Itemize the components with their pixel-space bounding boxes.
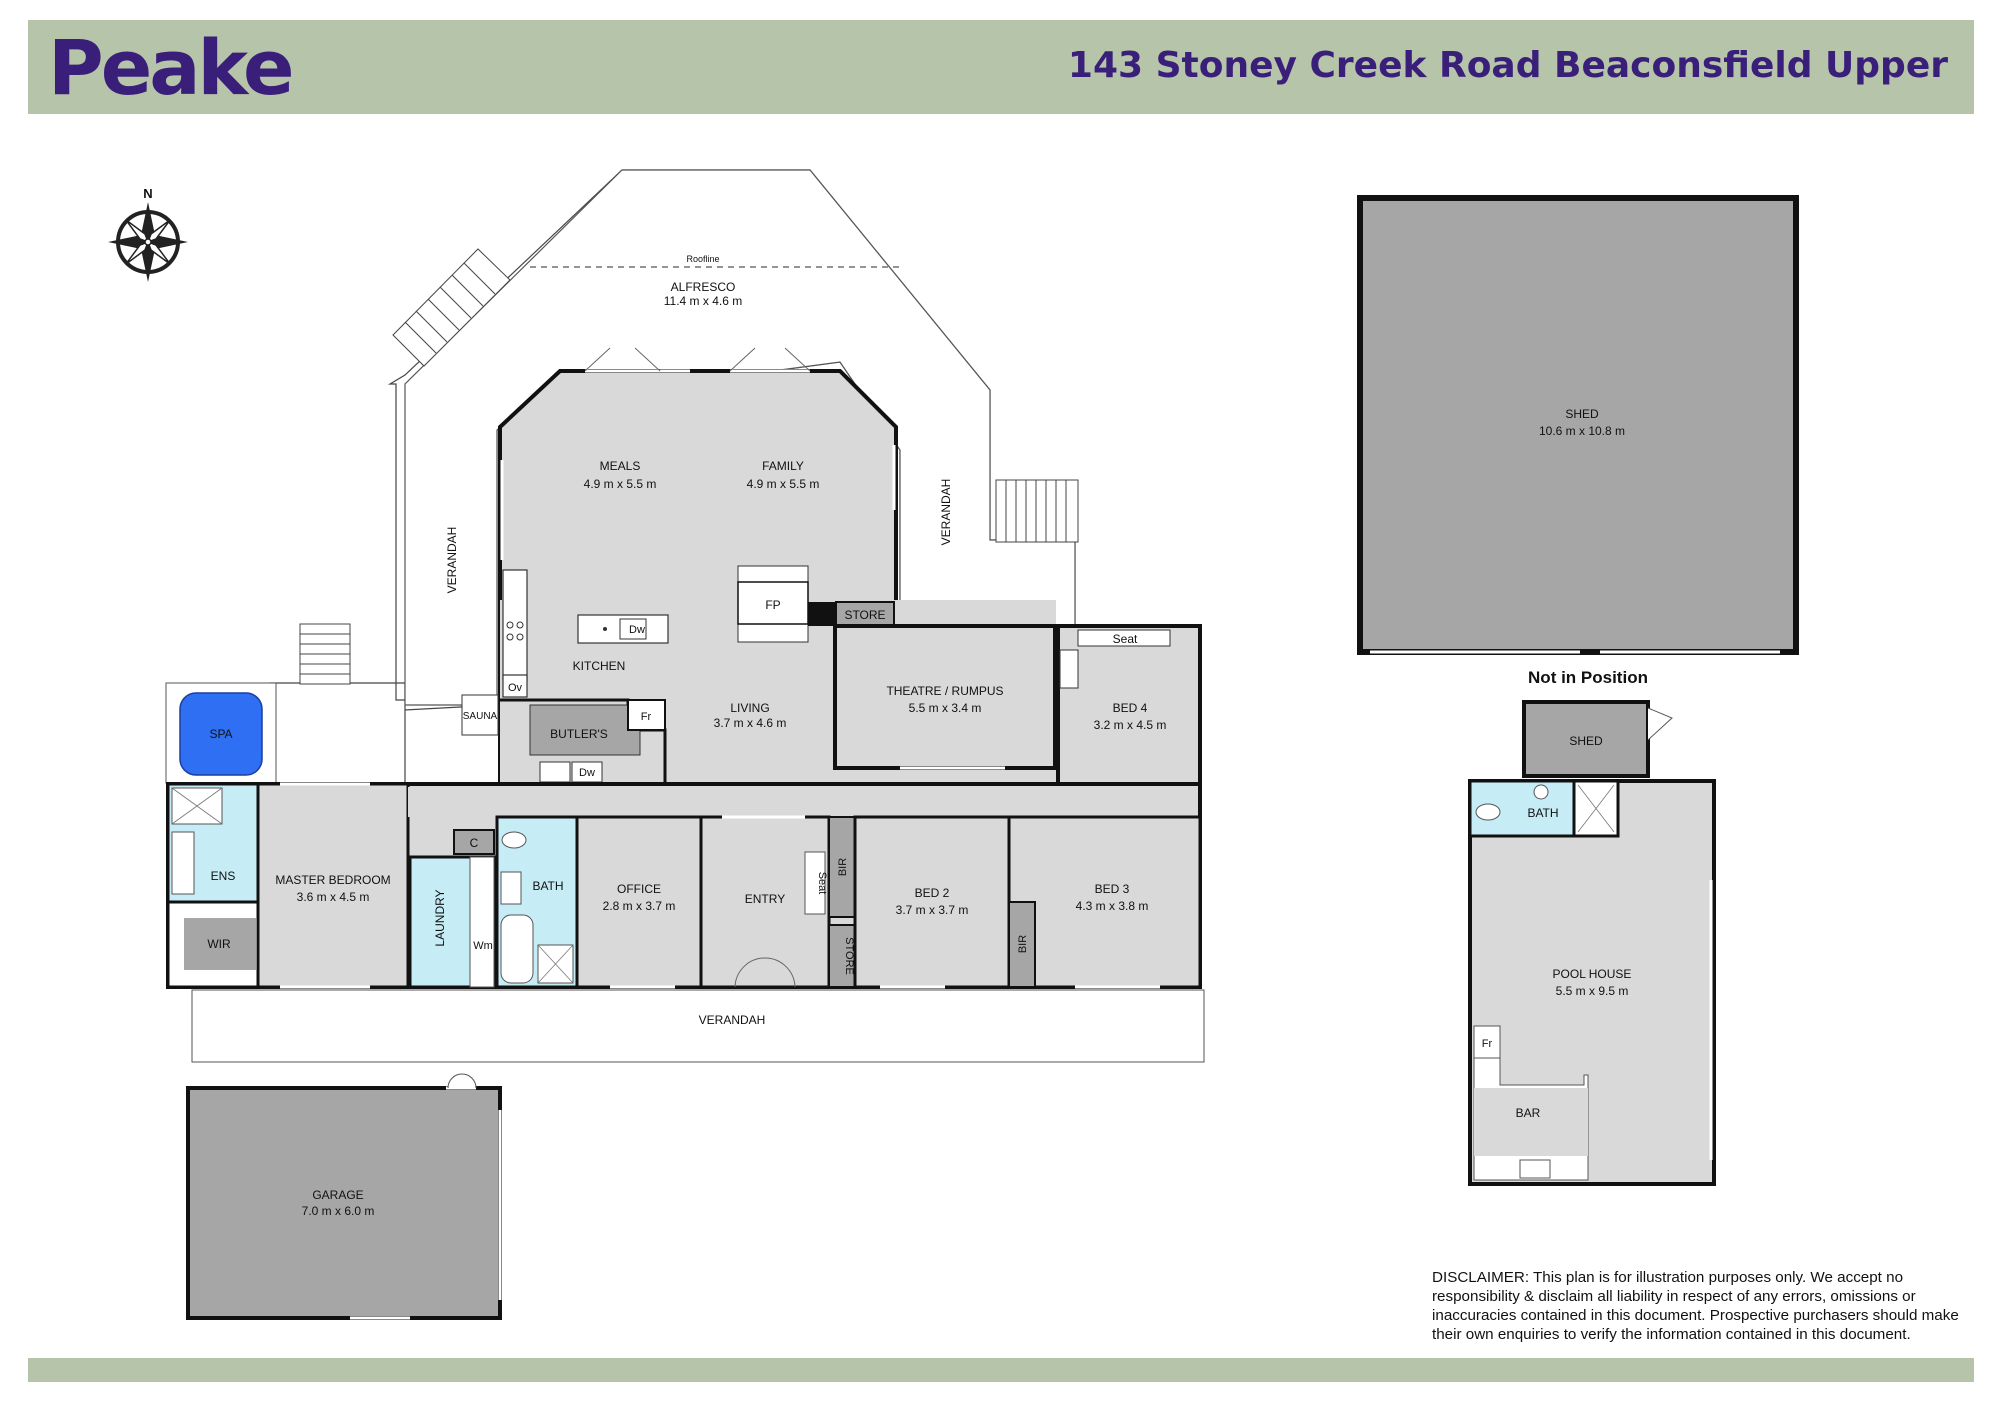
shed[interactable] [1357, 195, 1799, 655]
bath-label: BATH [532, 879, 563, 893]
linen-cupboard[interactable] [453, 829, 495, 855]
office[interactable] [575, 815, 703, 989]
small-shed-label: SHED [1569, 734, 1603, 748]
compass-north-label: N [143, 186, 152, 201]
header-band [28, 20, 1974, 114]
compass-rose-icon [108, 202, 188, 282]
family-size: 4.9 m x 5.5 m [747, 477, 820, 491]
ensuite-vanity [171, 831, 195, 895]
pool-house-label: POOL HOUSE [1553, 967, 1632, 981]
pool-house-fridge-label: Fr [1482, 1038, 1493, 1050]
butlers-label: BUTLER'S [550, 727, 608, 741]
wir-label: WIR [207, 937, 231, 951]
kitchen-label: KITCHEN [573, 659, 626, 673]
toilet-icon [501, 831, 527, 849]
entry-seat [804, 851, 826, 915]
entry-store[interactable] [828, 924, 856, 988]
disclaimer-text: DISCLAIMER: This plan is for illustratio… [1432, 1269, 1959, 1343]
living-size: 3.7 m x 4.6 m [714, 716, 787, 730]
small-shed[interactable] [1522, 700, 1650, 778]
garage[interactable] [186, 1086, 502, 1320]
bed4-seat-label: Seat [1113, 632, 1138, 646]
butlers-pantry[interactable] [529, 704, 641, 756]
alfresco-size: 11.4 m x 4.6 m [664, 294, 742, 308]
meals-label: MEALS [600, 459, 641, 473]
washing-machine-label: Wm [473, 940, 493, 952]
verandah-south [191, 989, 1205, 1063]
bed2-label: BED 2 [915, 886, 950, 900]
entry-label: ENTRY [745, 892, 785, 906]
bed2-size: 3.7 m x 3.7 m [896, 903, 969, 917]
store-block [808, 602, 836, 626]
stairs-west [299, 623, 351, 685]
front-door[interactable] [734, 957, 796, 988]
alfresco-label: ALFRESCO [671, 280, 736, 294]
cupboard-label: C [470, 836, 479, 850]
bed4-size: 3.2 m x 4.5 m [1094, 718, 1167, 732]
office-label: OFFICE [617, 882, 661, 896]
master-bedroom[interactable] [256, 782, 410, 989]
theatre-label: THEATRE / RUMPUS [886, 684, 1003, 698]
butlers-dishwasher-label: Dw [579, 767, 595, 779]
shed-size: 10.6 m x 10.8 m [1539, 424, 1625, 438]
butlers-fridge-label: Fr [641, 711, 652, 723]
bathtub [500, 914, 534, 984]
svg-text:BIR: BIR [1017, 935, 1029, 953]
oven [502, 674, 528, 698]
sink-icon [603, 627, 607, 631]
living-label: LIVING [730, 701, 769, 715]
stairs-north-west [392, 248, 511, 367]
meals-size: 4.9 m x 5.5 m [584, 477, 657, 491]
family-label: FAMILY [762, 459, 804, 473]
garage-label: GARAGE [312, 1188, 363, 1202]
theatre-size: 5.5 m x 3.4 m [909, 701, 982, 715]
laundry-label: LAUNDRY [433, 889, 447, 946]
office-size: 2.8 m x 3.7 m [603, 899, 676, 913]
fireplace-label: FP [765, 598, 780, 612]
pool-house-bath-label: BATH [1527, 806, 1558, 820]
master-size: 3.6 m x 4.5 m [297, 890, 370, 904]
walk-in-robe[interactable] [166, 900, 260, 989]
ensuite-label: ENS [211, 869, 236, 883]
entry-store-label: STORE [843, 937, 855, 975]
bed3-size: 4.3 m x 3.8 m [1076, 899, 1149, 913]
shed-label: SHED [1565, 407, 1599, 421]
bed-2-room[interactable] [853, 815, 1011, 989]
brand-logo[interactable]: Peake [48, 23, 295, 112]
theatre-rumpus-room[interactable] [833, 624, 1057, 770]
bar-label: BAR [1516, 1106, 1541, 1120]
bed3-label: BED 3 [1095, 882, 1130, 896]
footer-band [28, 1358, 1974, 1382]
verandah-east-label: VERANDAH [939, 479, 953, 546]
roofline-label: Roofline [686, 254, 719, 264]
master-label: MASTER BEDROOM [275, 873, 390, 887]
island-dishwasher-label: Dw [629, 624, 645, 636]
store-label-top: STORE [844, 608, 885, 622]
not-in-position-note: Not in Position [1528, 668, 1648, 687]
garage-size: 7.0 m x 6.0 m [302, 1204, 375, 1218]
bed4-label: BED 4 [1113, 701, 1148, 715]
oven-label: Ov [508, 682, 523, 694]
cooktop-icon [506, 621, 524, 641]
property-address: 143 Stoney Creek Road Beaconsfield Upper [1067, 45, 1948, 86]
verandah-south-label: VERANDAH [699, 1013, 766, 1027]
sauna[interactable] [461, 694, 499, 736]
entry-seat-label: Seat [816, 872, 828, 895]
sauna-label: SAUNA [463, 711, 498, 722]
verandah-west-label: VERANDAH [445, 527, 459, 594]
bed2-bir-label: BIR [837, 858, 849, 876]
bed-3-room[interactable] [1007, 815, 1202, 989]
pool-house-size: 5.5 m x 9.5 m [1556, 984, 1629, 998]
bed2-robe[interactable] [828, 816, 856, 918]
spa-label: SPA [209, 727, 232, 741]
spa[interactable] [179, 692, 263, 776]
stairs-east [995, 479, 1079, 543]
